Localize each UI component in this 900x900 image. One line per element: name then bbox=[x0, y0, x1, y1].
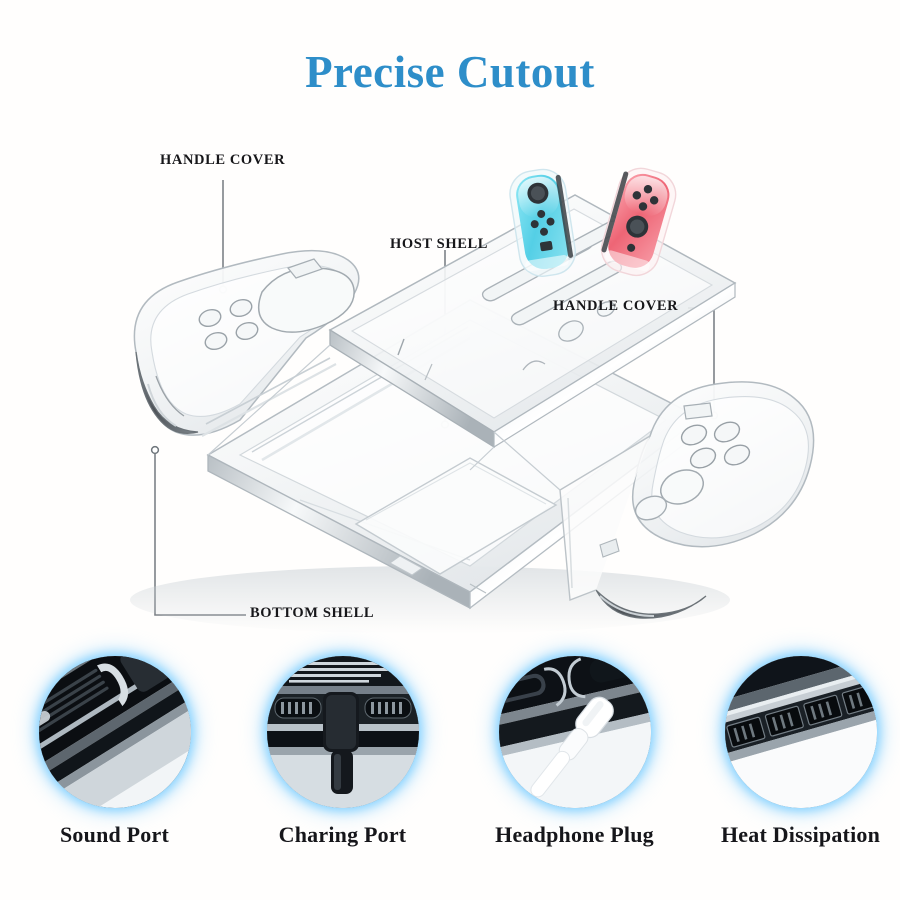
speaker-grille-icon bbox=[38, 656, 191, 808]
usb-c-cable-icon bbox=[266, 656, 419, 808]
feature-caption: Charing Port bbox=[278, 822, 407, 847]
feature-sound-port: Sound Port bbox=[2, 648, 227, 900]
handle-cover-left-part bbox=[133, 249, 360, 437]
vent-slots-icon bbox=[724, 656, 877, 808]
feature-headphone-plug: Headphone Plug bbox=[462, 648, 687, 900]
callout-handle-cover-right: HANDLE COVER bbox=[553, 298, 679, 314]
callout-handle-cover-left: HANDLE COVER bbox=[160, 152, 286, 168]
callout-bottom-shell: BOTTOM SHELL bbox=[250, 605, 375, 621]
headphone-jack-icon bbox=[498, 656, 651, 808]
feature-caption: Headphone Plug bbox=[495, 822, 654, 847]
feature-caption: Sound Port bbox=[60, 822, 169, 847]
case-exploded-diagram bbox=[130, 180, 815, 634]
joycon-pair bbox=[509, 167, 677, 277]
case-edge-details bbox=[207, 344, 561, 491]
joycon-right-icon bbox=[600, 167, 677, 277]
feature-strip: Sound Port bbox=[0, 648, 900, 900]
callout-host-shell: HOST SHELL bbox=[390, 236, 489, 252]
page-title: Precise Cutout bbox=[305, 47, 595, 97]
feature-heat-dissipation: Heat Dissipation bbox=[688, 648, 900, 900]
joycon-left-icon bbox=[509, 168, 576, 277]
feature-caption: Heat Dissipation bbox=[720, 822, 881, 847]
feature-charging-port: Charing Port bbox=[230, 648, 455, 900]
handle-cover-right-part bbox=[559, 381, 815, 619]
